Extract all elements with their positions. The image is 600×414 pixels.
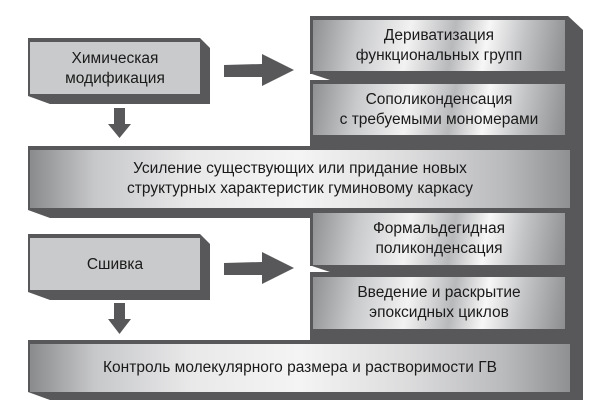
notch-2 — [300, 266, 330, 272]
box-crosslinking: Сшивка — [30, 238, 200, 290]
box-label-line: Сополиконденсация — [365, 91, 513, 108]
box-label-line: Химическая — [71, 50, 159, 67]
band-label-line: Контроль молекулярного размера и раствор… — [103, 359, 497, 376]
box-label-line: Формальдегидная — [372, 220, 505, 237]
box-label-line: с требуемыми мономерами — [339, 111, 539, 128]
box-label-line: Дериватизация — [383, 27, 495, 44]
arrow-right-icon — [224, 54, 294, 86]
box-formaldehyde-polycondensation: Формальдегидная поликонденсация — [313, 213, 565, 265]
box-derivatization: Дериватизация функциональных групп — [313, 20, 565, 71]
box-label-line: функциональных групп — [355, 47, 523, 64]
band-label-line: Усиление существующих или придание новых — [133, 160, 467, 177]
arrow-down-icon — [108, 108, 131, 138]
box-epoxide: Введение и раскрытие эпоксидных циклов — [313, 277, 565, 329]
box-chemical-modification: Химическая модификация — [30, 42, 200, 94]
band-size-control: Контроль молекулярного размера и раствор… — [30, 344, 570, 392]
box-copolycondensation: Сополиконденсация с требуемыми мономерам… — [313, 84, 565, 135]
band-structural-enhancement: Усиление существующих или придание новых… — [30, 150, 570, 208]
notch-1 — [300, 74, 330, 80]
arrow-down-icon — [108, 303, 131, 334]
box-label-line: эпоксидных циклов — [369, 304, 509, 321]
box-label-line: модификация — [65, 70, 165, 87]
arrow-right-icon — [224, 252, 294, 284]
box-label-line: Введение и раскрытие — [357, 284, 521, 301]
box-label-line: поликонденсация — [375, 240, 503, 257]
box-label-line: Сшивка — [86, 256, 144, 273]
band-label-line: структурных характеристик гуминовому кар… — [127, 180, 473, 197]
